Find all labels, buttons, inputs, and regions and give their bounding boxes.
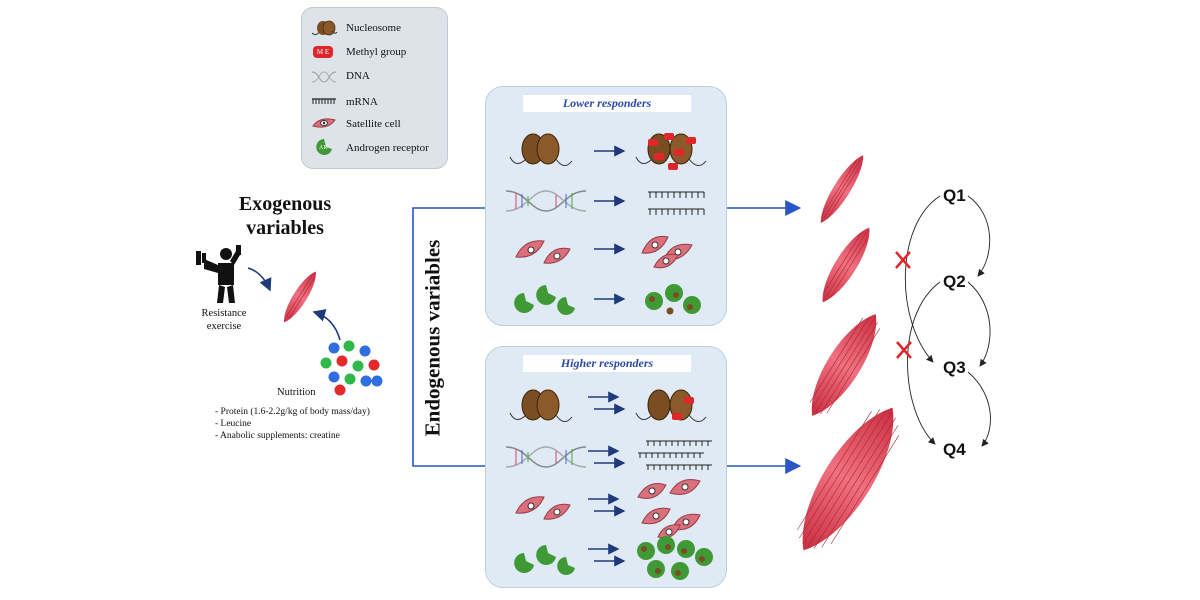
lower-panel-drawing <box>505 133 707 315</box>
mrna-strands-higher <box>638 440 712 470</box>
satellite-cell-icon <box>312 118 336 128</box>
nucleosome-pair-left <box>509 133 573 166</box>
mrna-icon <box>312 98 336 104</box>
endogenous-bracket <box>412 207 486 467</box>
androgen-receptors-bound-higher <box>637 536 713 580</box>
satellite-cells-right-lower <box>641 235 693 269</box>
exogenous-title-line1: Exogenous <box>238 193 332 215</box>
nucleosome-pair-higher-methylated <box>635 389 707 422</box>
legend: Nucleosome M E Methyl group DNA mRNA <box>301 7 448 169</box>
weightlifter-icon <box>196 245 241 303</box>
dna-icon <box>311 71 337 83</box>
q1-q3-arrow <box>904 195 941 363</box>
quartile-q1: Q1 <box>943 186 966 205</box>
androgen-receptors-bound-lower <box>645 284 701 315</box>
exogenous-title-line2: variables <box>246 217 324 239</box>
nutrition-to-muscle-arrow <box>312 309 341 341</box>
higher-responders-title: Higher responders <box>523 355 691 372</box>
satellite-cells-left-higher <box>515 496 571 520</box>
muscle-q4 <box>797 407 900 551</box>
resistance-line2: exercise <box>206 321 242 332</box>
legend-label-androgen-receptor: Androgen receptor <box>346 142 429 154</box>
q2-q3-arrow <box>967 281 991 367</box>
dna-helix-left <box>505 190 587 212</box>
muscle-q2 <box>822 227 870 303</box>
nucleosome-icon <box>311 20 338 36</box>
nutrition-balls-icon <box>320 340 383 396</box>
nutrition-list: - Protein (1.6-2.2g/kg of body mass/day)… <box>215 406 370 442</box>
muscle-q3 <box>809 314 881 416</box>
mrna-strands-lower <box>648 191 705 215</box>
lower-responders-panel: Lower responders <box>485 86 727 326</box>
androgen-receptors-left-higher <box>514 545 575 575</box>
q1-q2-arrow <box>967 195 991 277</box>
satellite-cells-left <box>515 240 571 264</box>
legend-label-mrna: mRNA <box>346 96 378 108</box>
resistance-exercise-label: Resistance exercise <box>189 307 259 333</box>
nucleosome-pair-methylated <box>635 133 707 170</box>
resistance-line1: Resistance <box>201 308 247 319</box>
androgen-badge-text: AR <box>319 145 328 151</box>
q3-q4-arrow <box>967 371 991 447</box>
q2-q4-arrow <box>907 281 941 445</box>
methyl-group-icon <box>313 46 333 58</box>
cross-q2-q4 <box>896 341 912 359</box>
higher-panel-drawing <box>505 389 713 580</box>
nutrition-item-leucine: - Leucine <box>215 419 252 429</box>
quartile-q3: Q3 <box>943 358 966 377</box>
legend-label-satellite-cell: Satellite cell <box>346 118 401 130</box>
lower-responders-title: Lower responders <box>523 95 691 112</box>
dna-helix-higher <box>505 446 587 468</box>
methyl-badge-text: M E <box>316 48 330 56</box>
cross-q1-q3 <box>895 251 911 269</box>
higher-responders-panel: Higher responders <box>485 346 727 588</box>
androgen-receptors-left <box>514 285 575 315</box>
legend-label-methyl-group: Methyl group <box>346 46 407 58</box>
nutrition-item-creatine: - Anabolic supplements: creatine <box>215 431 340 441</box>
androgen-receptor-icon <box>316 139 332 155</box>
nutrition-label: Nutrition <box>277 387 316 398</box>
satellite-cells-right-higher <box>637 479 701 539</box>
quartile-q2: Q2 <box>943 272 966 291</box>
exercise-to-muscle-arrow <box>247 267 272 292</box>
nucleosome-pair-left-higher <box>509 389 573 422</box>
legend-label-dna: DNA <box>346 70 370 82</box>
exogenous-title: Exogenous variables <box>190 192 380 240</box>
endogenous-variables-text: Endogenous variables <box>420 239 445 437</box>
muscle-q1 <box>820 155 864 223</box>
legend-label-nucleosome: Nucleosome <box>346 22 401 34</box>
quartile-q4: Q4 <box>943 440 966 459</box>
nutrition-item-protein: - Protein (1.6-2.2g/kg of body mass/day) <box>215 407 370 417</box>
muscle-icon-exogenous <box>284 271 316 323</box>
endogenous-variables-label: Endogenous variables <box>413 218 453 458</box>
